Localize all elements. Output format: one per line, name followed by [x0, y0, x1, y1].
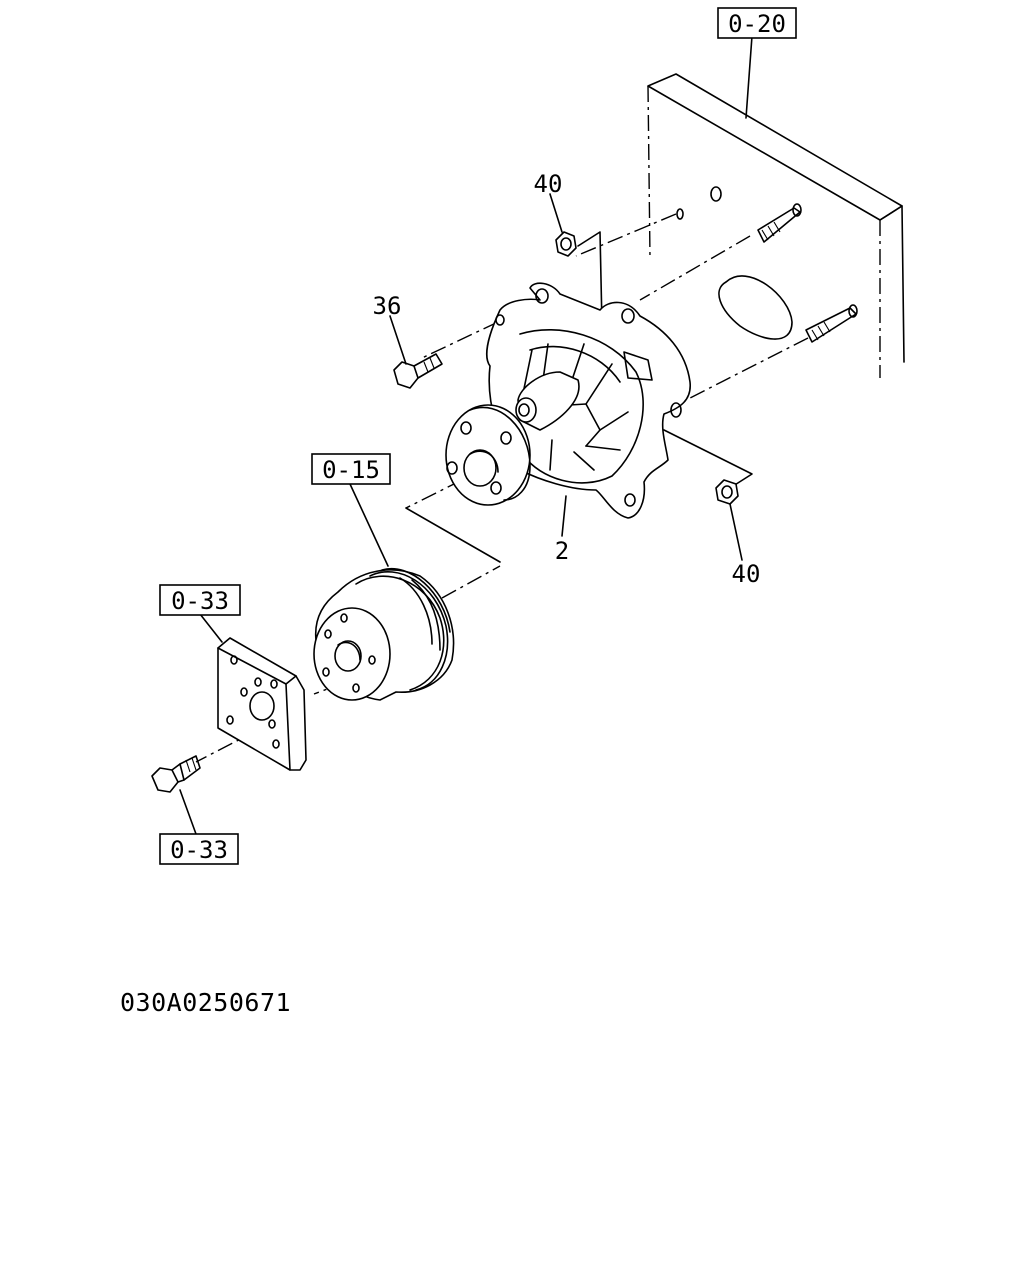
ref-box-pulley: 0-15 — [311, 453, 391, 485]
drawing-number: 030A0250671 — [120, 988, 292, 1017]
ref-box-plate: 0-33 — [159, 584, 241, 616]
assembly-lines — [195, 213, 809, 763]
nut-top — [549, 193, 577, 257]
ref-label-plate: 0-33 — [171, 587, 229, 615]
fan-pulley — [313, 483, 455, 701]
engine-block-plate — [647, 35, 905, 378]
ref-box-block: 0-20 — [717, 7, 797, 39]
ref-label-block: 0-20 — [728, 10, 786, 38]
callout-bolt-36: 36 — [373, 292, 402, 320]
ref-label-pulley: 0-15 — [322, 456, 380, 484]
spacer-plate — [199, 613, 307, 771]
nut-bottom — [715, 479, 743, 561]
bolt-36 — [389, 315, 443, 389]
upper-stud — [757, 203, 802, 243]
callout-pump: 2 — [555, 537, 569, 565]
ref-label-bolt: 0-33 — [170, 836, 228, 864]
lower-stud — [805, 304, 858, 343]
callout-nut-top: 40 — [534, 170, 563, 198]
water-pump — [445, 282, 691, 537]
ref-box-bolt: 0-33 — [159, 833, 239, 865]
callout-nut-bottom: 40 — [732, 560, 761, 588]
flange-bolt — [151, 755, 201, 835]
